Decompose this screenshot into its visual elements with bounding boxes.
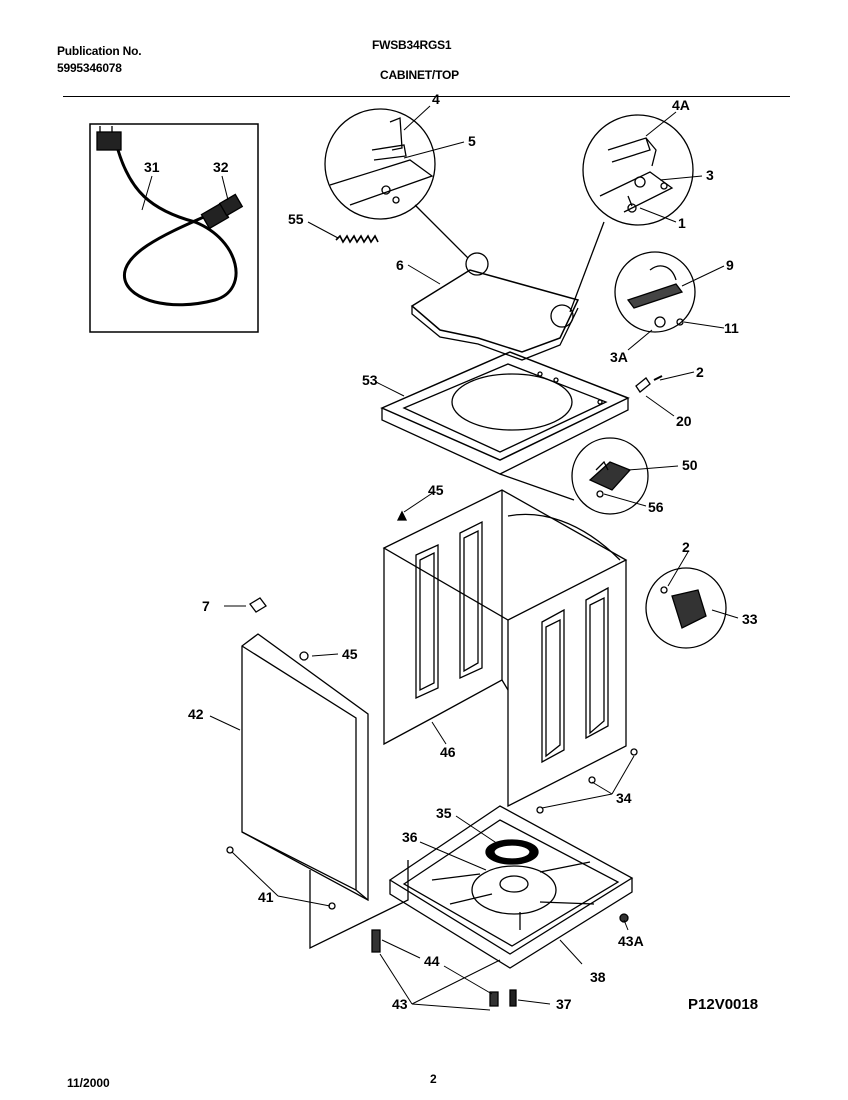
callout-37: 37 [556, 996, 572, 1012]
callout-36: 36 [402, 829, 418, 845]
callout-41: 41 [258, 889, 274, 905]
callout-38: 38 [590, 969, 606, 985]
callout-1: 1 [678, 215, 686, 231]
callout-33: 33 [742, 611, 758, 627]
front-panel [241, 597, 369, 902]
cabinet-body [382, 489, 628, 808]
callout-9: 9 [726, 257, 734, 273]
lid-lock-detail-circle [571, 437, 649, 515]
model-number: FWSB34RGS1 [372, 38, 452, 52]
fasteners [226, 375, 663, 1007]
callout-44: 44 [424, 953, 440, 969]
hinge-detail-circle [324, 108, 469, 259]
callout-42: 42 [188, 706, 204, 722]
callout-11: 11 [724, 320, 739, 336]
revision-date: 11/2000 [67, 1076, 110, 1090]
callout-56: 56 [648, 499, 664, 515]
callout-4: 4 [432, 91, 440, 107]
cabinet-base [388, 805, 634, 969]
callout-3a: 3A [610, 349, 628, 365]
callout-43a: 43A [618, 933, 644, 949]
lid-switch-detail-circle [569, 114, 694, 313]
callout-46: 46 [440, 744, 456, 760]
callout-31: 31 [144, 159, 160, 175]
callout-20: 20 [676, 413, 692, 429]
drain-clip-detail-circle [645, 567, 727, 649]
callout-3: 3 [706, 167, 714, 183]
power-cord-inset [89, 123, 259, 333]
page-number: 2 [430, 1072, 437, 1086]
callout-6: 6 [396, 257, 404, 273]
base-bracket-outline [309, 860, 409, 950]
callout-53: 53 [362, 372, 378, 388]
callout-45-top: 45 [428, 482, 444, 498]
callout-45-lower: 45 [342, 646, 358, 662]
callout-2-lower: 2 [682, 539, 690, 555]
callout-34: 34 [616, 790, 632, 806]
publication-label: Publication No. [57, 44, 142, 58]
callout-2-top: 2 [696, 364, 704, 380]
callout-7: 7 [202, 598, 210, 614]
callout-43: 43 [392, 996, 408, 1012]
hinge-bracket-detail-circle [614, 251, 696, 333]
callout-50: 50 [682, 457, 698, 473]
publication-number: 5995346078 [57, 61, 122, 75]
lid [410, 252, 580, 361]
drawing-code: P12V0018 [688, 996, 759, 1013]
leader-lines [141, 105, 739, 1011]
callout-4a: 4A [672, 97, 690, 113]
callout-32: 32 [213, 159, 229, 175]
cabinet-top [380, 351, 651, 501]
callout-labels: 31 32 4 5 4A 3 1 55 6 9 11 3A 53 2 20 50… [144, 91, 758, 1012]
callout-55: 55 [288, 211, 304, 227]
header-rule [63, 96, 790, 97]
section-title: CABINET/TOP [380, 68, 459, 82]
callout-5: 5 [468, 133, 476, 149]
callout-35: 35 [436, 805, 452, 821]
spring [335, 234, 379, 244]
